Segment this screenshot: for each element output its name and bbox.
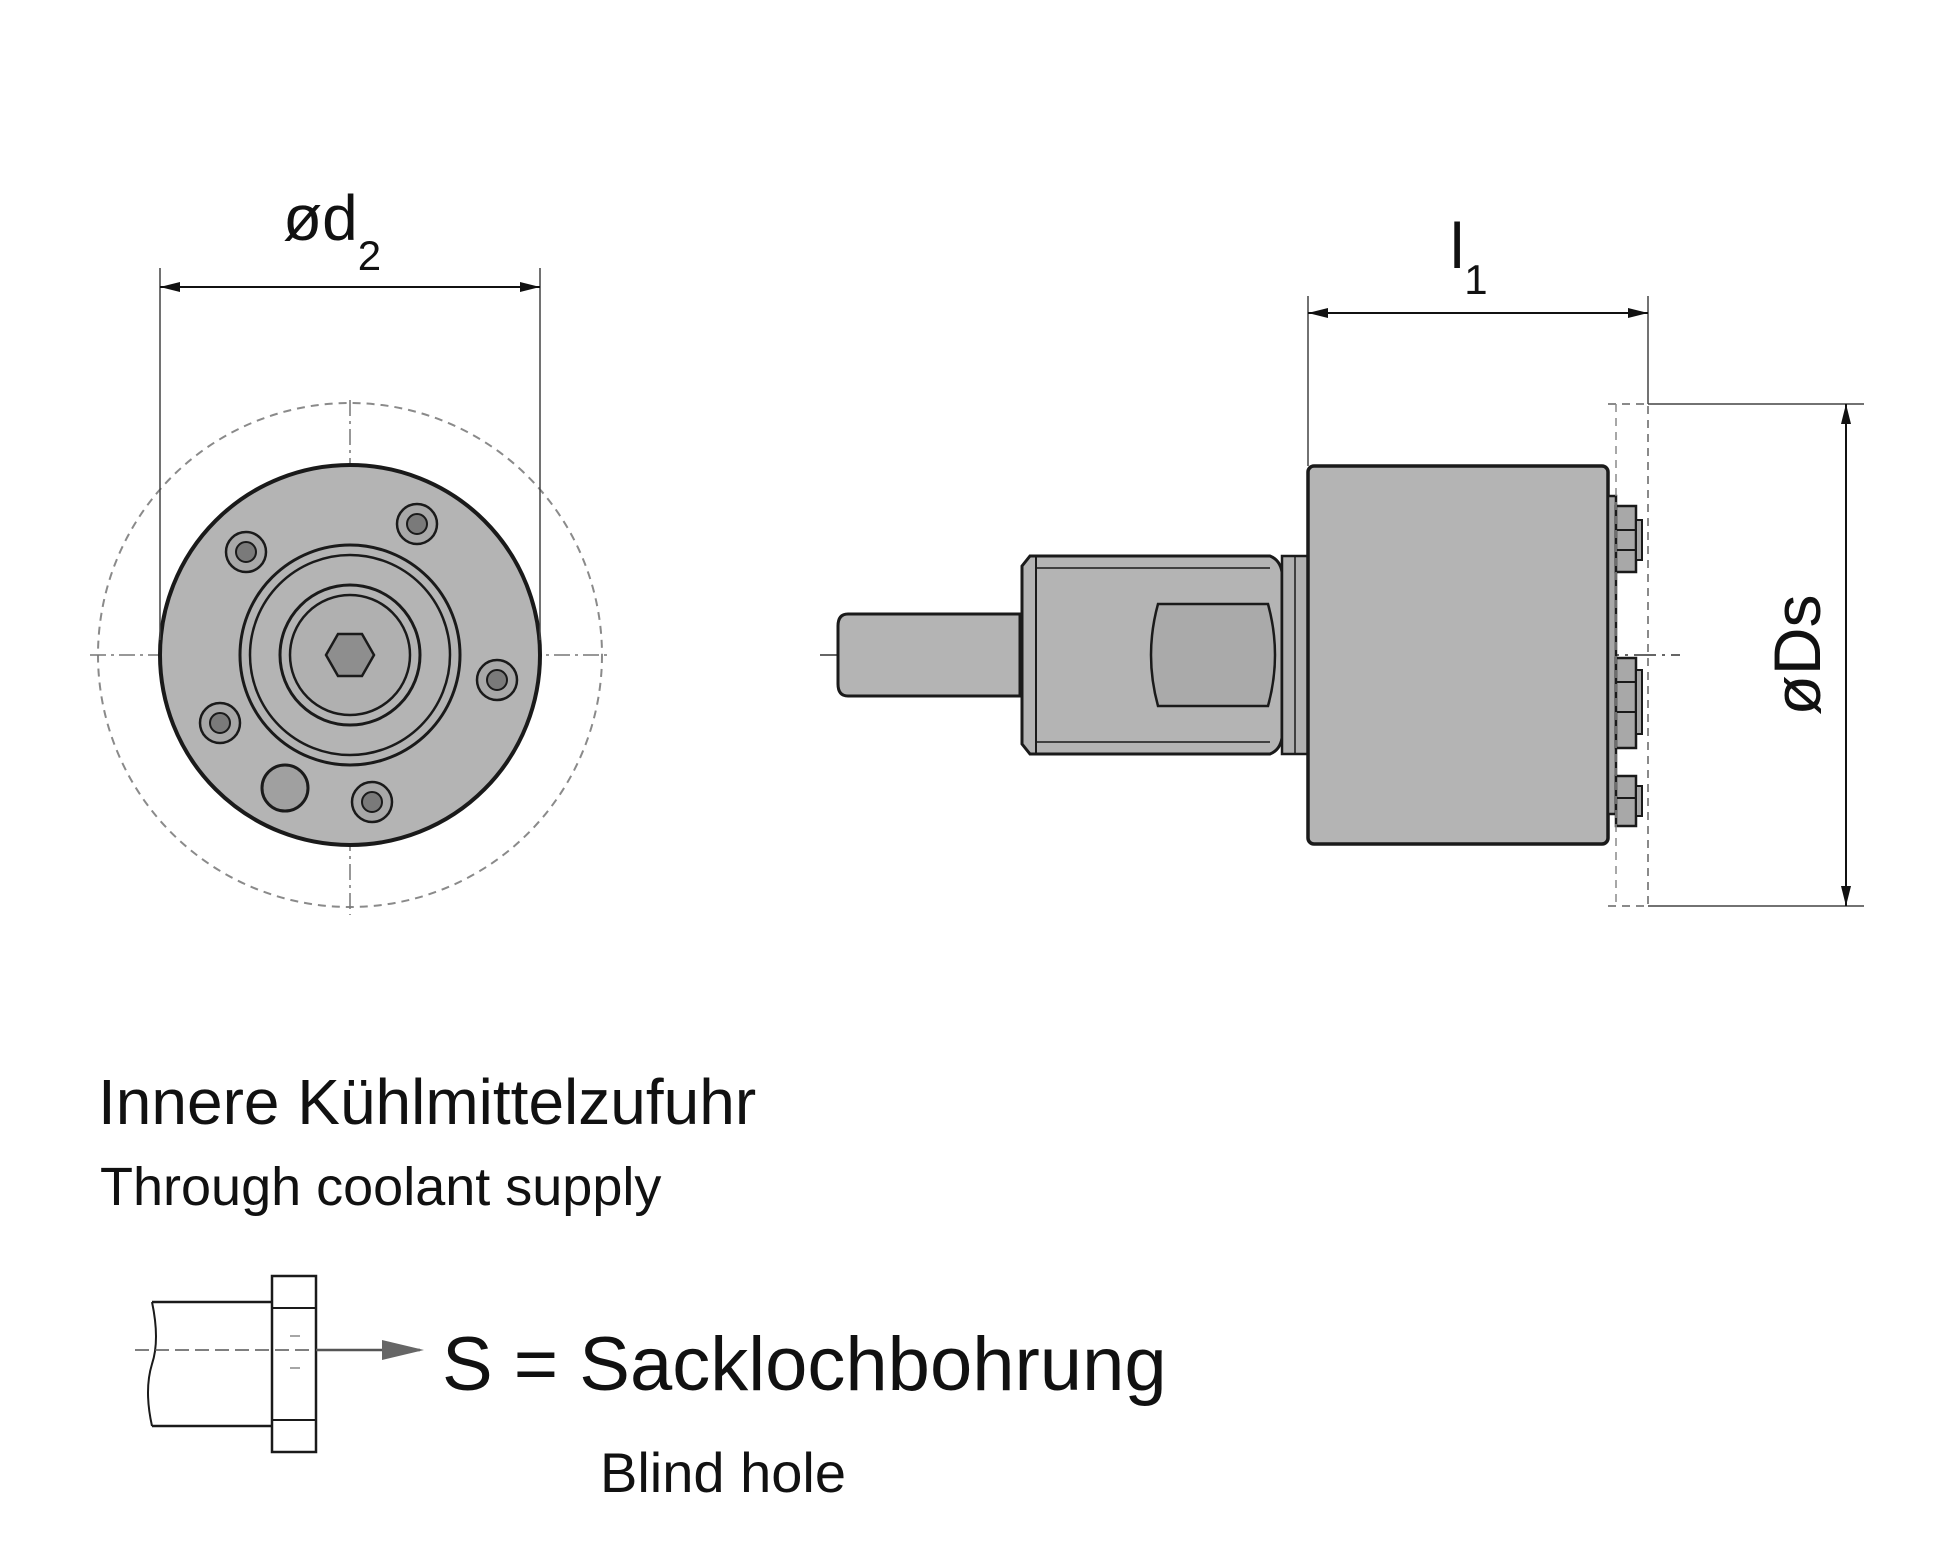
front-ring-outer — [238, 543, 462, 767]
legend-title-de: Innere Kühlmittelzufuhr — [98, 1066, 756, 1138]
hex-socket-icon — [324, 632, 376, 678]
front-ring-inner — [278, 583, 422, 727]
l1-label: l1 — [1450, 210, 1488, 303]
side-view: l1 øDs — [820, 210, 1864, 907]
adapter-flat — [1149, 602, 1277, 708]
end-plate — [1606, 494, 1618, 816]
ds-label: øDs — [1760, 595, 1834, 716]
legend-symbol-en: Blind hole — [600, 1441, 846, 1504]
ds-dashed-envelope — [1608, 403, 1649, 907]
main-cylinder — [1306, 464, 1610, 846]
legend: Innere Kühlmittelzufuhr Through coolant … — [98, 1066, 1167, 1504]
legend-symbol-de: S = Sacklochbohrung — [442, 1322, 1167, 1407]
front-ring-mid — [248, 553, 452, 757]
front-view: ød2 — [90, 182, 612, 915]
blind-hole-symbol-icon — [135, 1274, 424, 1454]
shank-pin — [836, 612, 1022, 698]
legend-title-en: Through coolant supply — [100, 1157, 661, 1217]
bolt-holes — [198, 502, 519, 824]
d2-label: ød2 — [283, 182, 381, 279]
bolt-heads — [1614, 504, 1643, 828]
